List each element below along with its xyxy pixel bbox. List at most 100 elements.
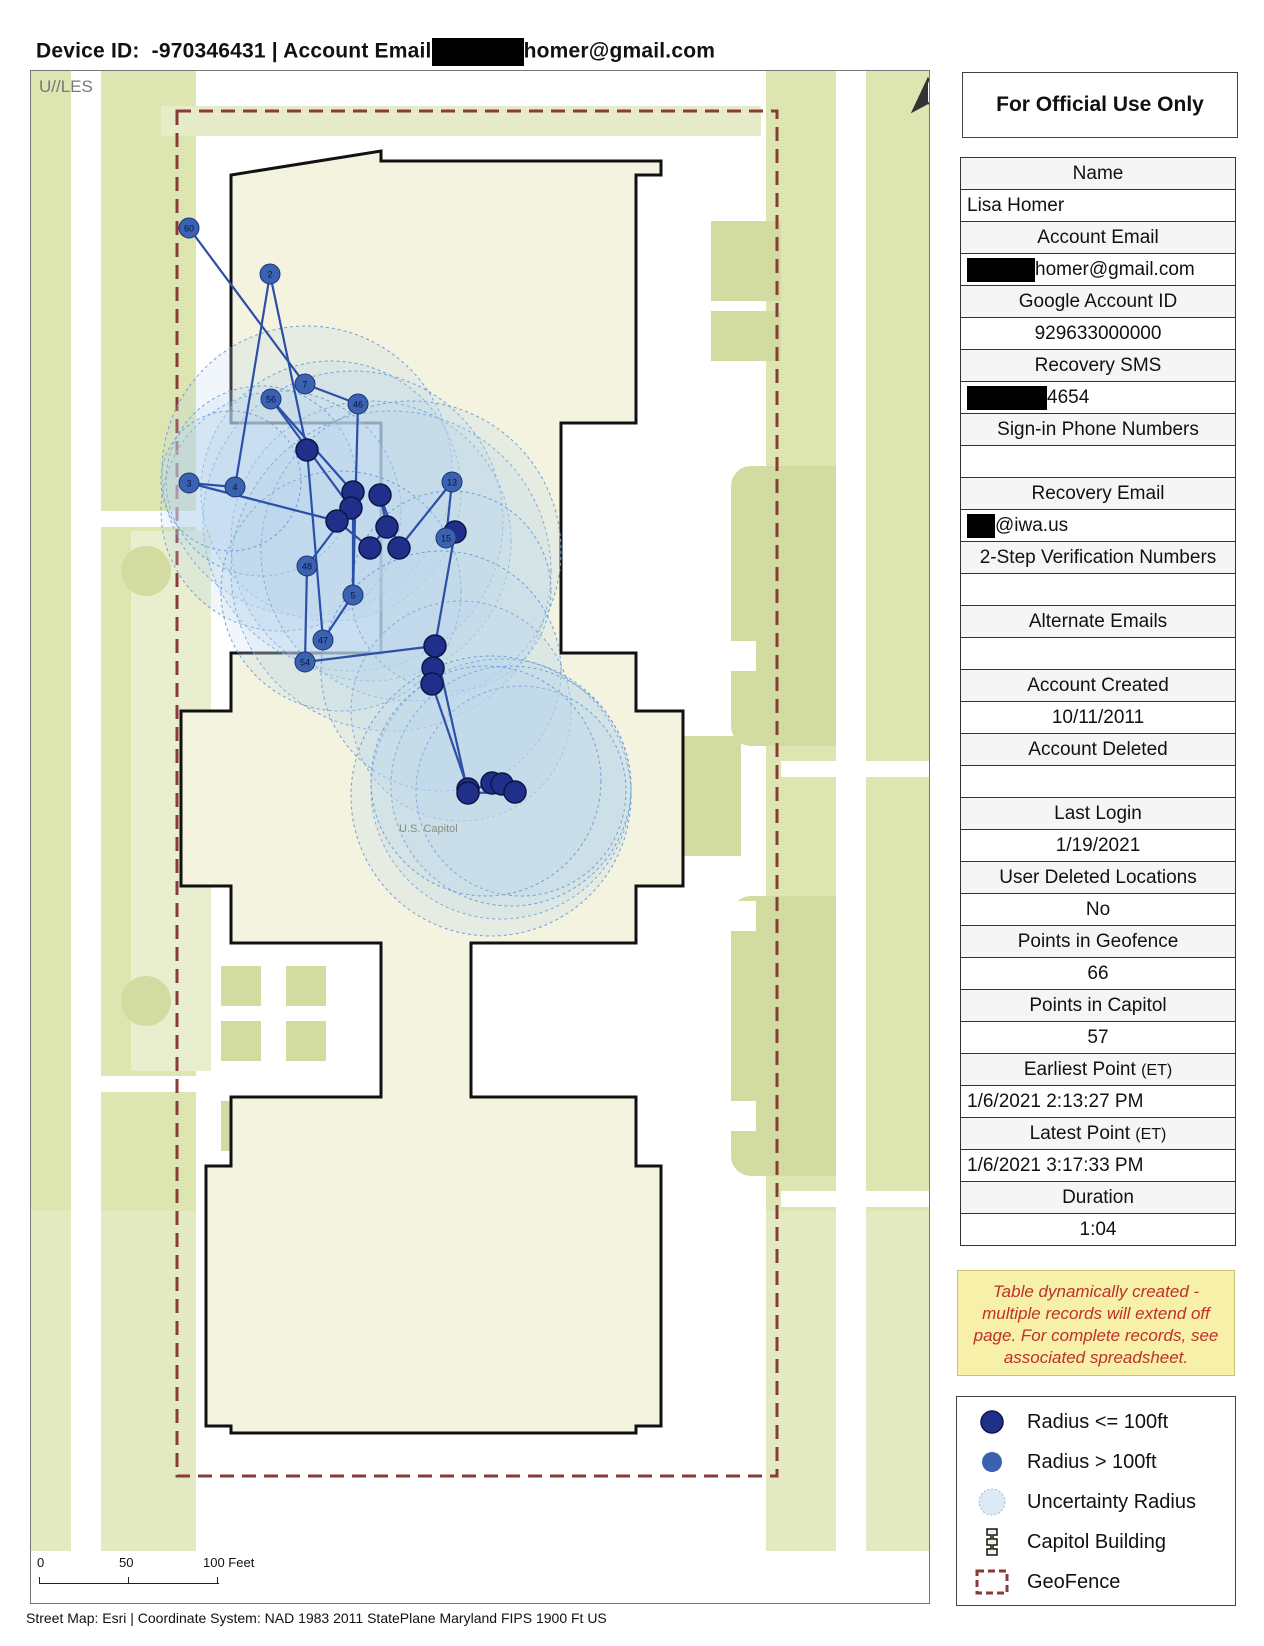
location-point-3[interactable]: 3 bbox=[178, 472, 200, 494]
field-label-text: Account Email bbox=[1037, 227, 1159, 248]
location-point-label: 54 bbox=[300, 658, 310, 668]
scale-tick-100: 100 Feet bbox=[203, 1555, 255, 1570]
scale-mark bbox=[39, 1577, 40, 1584]
legend-item: Uncertainty Radius bbox=[957, 1487, 1235, 1517]
location-point-label: 5 bbox=[350, 591, 355, 601]
field-value: 1:04 bbox=[960, 1213, 1236, 1246]
field-value-text: 1/6/2021 3:17:33 PM bbox=[967, 1155, 1144, 1176]
location-point-marker[interactable] bbox=[178, 217, 200, 239]
geofence-icon bbox=[957, 1567, 1027, 1597]
account-email-label: Account Email bbox=[283, 39, 432, 63]
location-point-2[interactable]: 2 bbox=[259, 263, 281, 285]
movement-segment bbox=[430, 683, 470, 790]
location-point-marker[interactable] bbox=[435, 527, 457, 549]
field-value bbox=[960, 445, 1236, 478]
field-label-text: Google Account ID bbox=[1018, 291, 1178, 312]
map-canvas[interactable]: 60 2 7 56 46 3 4 13 48 5 47 54 15 bbox=[31, 71, 929, 1603]
blue-dot-icon bbox=[957, 1447, 1027, 1477]
map-legend: Radius <= 100ft Radius > 100ft Uncertain… bbox=[956, 1396, 1236, 1606]
field-label-text: Points in Geofence bbox=[1017, 931, 1179, 952]
location-point-small-radius[interactable] bbox=[368, 483, 392, 507]
field-label: Recovery Email bbox=[960, 477, 1236, 510]
header-separator: | bbox=[271, 39, 278, 63]
location-point-small-radius[interactable] bbox=[503, 780, 527, 804]
location-point-label: 47 bbox=[318, 636, 328, 646]
legend-item: Radius > 100ft bbox=[957, 1447, 1235, 1477]
location-point-marker[interactable] bbox=[347, 393, 369, 415]
location-point-15[interactable]: 15 bbox=[435, 527, 457, 549]
legend-item: GeoFence bbox=[957, 1567, 1235, 1597]
location-point-marker[interactable] bbox=[296, 555, 318, 577]
location-point-marker[interactable] bbox=[178, 472, 200, 494]
field-label: Alternate Emails bbox=[960, 605, 1236, 638]
location-point-small-radius[interactable] bbox=[456, 781, 480, 805]
field-label-text: Sign-in Phone Numbers bbox=[997, 419, 1199, 440]
field-value: 57 bbox=[960, 1021, 1236, 1054]
location-point-label: 2 bbox=[267, 270, 272, 280]
redaction-block bbox=[967, 257, 1035, 282]
field-value: homer@gmail.com bbox=[960, 253, 1236, 286]
location-point-small-radius[interactable] bbox=[387, 536, 411, 560]
location-point-47[interactable]: 47 bbox=[312, 629, 334, 651]
field-value-text: 1/6/2021 2:13:27 PM bbox=[967, 1091, 1144, 1112]
location-point-small-radius[interactable] bbox=[295, 438, 319, 462]
location-point-marker[interactable] bbox=[294, 373, 316, 395]
legend-item: Capitol Building bbox=[957, 1527, 1235, 1557]
location-point-56[interactable]: 56 bbox=[260, 388, 282, 410]
field-value-text: Lisa Homer bbox=[967, 195, 1065, 216]
location-point-marker[interactable] bbox=[441, 471, 463, 493]
location-point-label: 3 bbox=[186, 479, 191, 489]
location-point-7[interactable]: 7 bbox=[294, 373, 316, 395]
location-point-small-radius[interactable] bbox=[375, 515, 399, 539]
field-label: Points in Capitol bbox=[960, 989, 1236, 1022]
location-point-marker[interactable] bbox=[224, 476, 246, 498]
field-label: Latest Point (ET) bbox=[960, 1117, 1236, 1150]
location-point-marker[interactable] bbox=[294, 651, 316, 673]
legend-label: GeoFence bbox=[1027, 1570, 1121, 1593]
field-value bbox=[960, 765, 1236, 798]
uncertainty-circle bbox=[260, 400, 562, 702]
field-value: 929633000000 bbox=[960, 317, 1236, 350]
field-label-text: Points in Capitol bbox=[1029, 995, 1167, 1016]
field-value-text: No bbox=[1085, 899, 1111, 920]
location-point-small-radius[interactable] bbox=[325, 509, 349, 533]
field-value: 1/19/2021 bbox=[960, 829, 1236, 862]
location-point-marker[interactable] bbox=[312, 629, 334, 651]
location-point-48[interactable]: 48 bbox=[296, 555, 318, 577]
location-point-4[interactable]: 4 bbox=[224, 476, 246, 498]
field-value-text: homer@gmail.com bbox=[1035, 258, 1195, 280]
location-point-60[interactable]: 60 bbox=[178, 217, 200, 239]
capitol-building bbox=[179, 149, 685, 1435]
location-point-marker[interactable] bbox=[259, 263, 281, 285]
field-label-suffix: (ET) bbox=[1135, 1126, 1167, 1143]
field-label-text: Account Deleted bbox=[1028, 739, 1168, 760]
movement-segment bbox=[188, 481, 338, 523]
location-point-small-radius[interactable] bbox=[358, 536, 382, 560]
field-value: 1/6/2021 2:13:27 PM bbox=[960, 1085, 1236, 1118]
location-point-46[interactable]: 46 bbox=[347, 393, 369, 415]
location-point-13[interactable]: 13 bbox=[441, 471, 463, 493]
legend-label: Radius > 100ft bbox=[1027, 1450, 1157, 1473]
field-value: 4654 bbox=[960, 381, 1236, 414]
location-point-54[interactable]: 54 bbox=[294, 651, 316, 673]
location-point-small-radius[interactable] bbox=[420, 672, 444, 696]
location-point-5[interactable]: 5 bbox=[342, 584, 364, 606]
scale-tick-0: 0 bbox=[37, 1555, 45, 1570]
location-points[interactable]: 60 2 7 56 46 3 4 13 48 5 47 54 15 bbox=[178, 217, 527, 805]
field-value-text: 1:04 bbox=[1079, 1219, 1117, 1240]
field-label-text: Duration bbox=[1062, 1187, 1134, 1208]
movement-segment bbox=[305, 449, 325, 641]
legend-label: Capitol Building bbox=[1027, 1530, 1166, 1553]
field-label: Google Account ID bbox=[960, 285, 1236, 318]
field-value-text: 1/19/2021 bbox=[1055, 835, 1141, 856]
field-label: Duration bbox=[960, 1181, 1236, 1214]
location-point-marker[interactable] bbox=[342, 584, 364, 606]
location-point-small-radius[interactable] bbox=[423, 634, 447, 658]
legend-label: Uncertainty Radius bbox=[1027, 1490, 1196, 1513]
legend-item: Radius <= 100ft bbox=[957, 1407, 1235, 1437]
field-label-text: Recovery Email bbox=[1031, 483, 1165, 504]
location-point-marker[interactable] bbox=[260, 388, 282, 410]
device-id-label: Device ID: bbox=[36, 39, 140, 63]
